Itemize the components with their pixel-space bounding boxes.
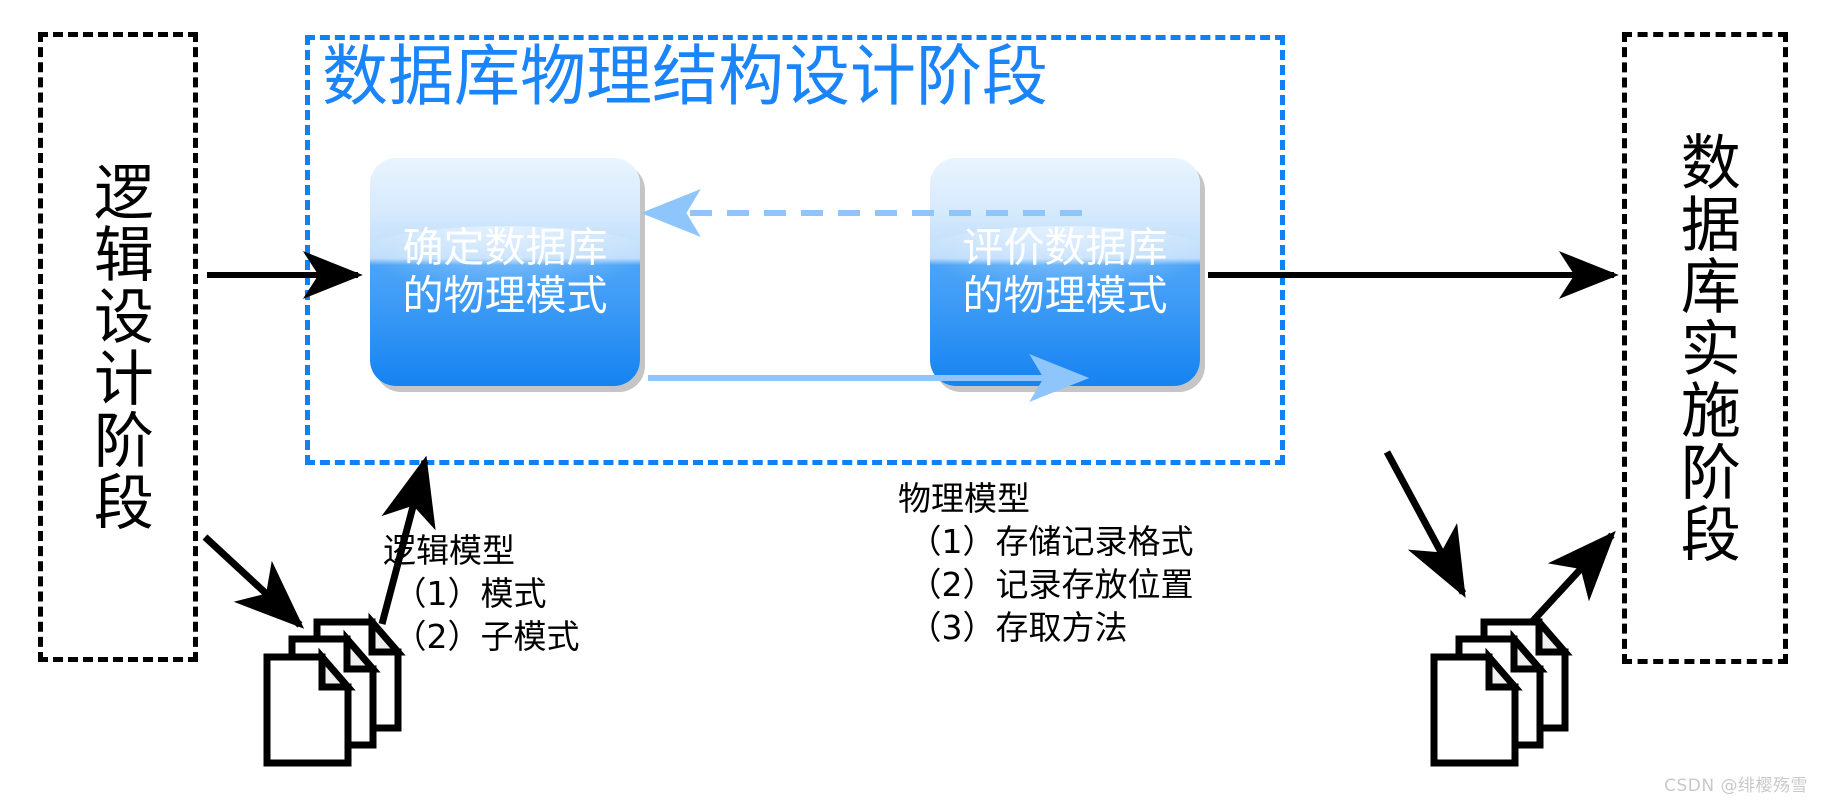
documents-stack-icon-right	[1430, 612, 1573, 767]
process-box-define-physical-schema[interactable]: 确定数据库 的物理模式	[370, 158, 640, 386]
watermark-label: CSDN @绯樱殇雪	[1664, 776, 1808, 796]
arrow-logical-to-documents	[202, 534, 305, 629]
note-physical-model: 物理模型 （1）存储记录格式 （2）记录存放位置 （3）存取方法	[898, 479, 1194, 647]
physical-design-group-title: 数据库物理结构设计阶段	[322, 38, 1048, 115]
process-box-evaluate-physical-schema[interactable]: 评价数据库 的物理模式	[930, 158, 1200, 386]
arrow-documents-to-implement	[1527, 530, 1616, 627]
stage-box-logical-design-label: 逻辑设计阶段	[83, 161, 154, 533]
note-logical-model: 逻辑模型 （1）模式 （2）子模式	[383, 531, 580, 656]
process-box-evaluate-physical-schema-label: 评价数据库 的物理模式	[962, 223, 1168, 320]
stage-box-database-implementation: 数据库实施阶段	[1622, 32, 1788, 664]
stage-box-database-implementation-label: 数据库实施阶段	[1670, 131, 1741, 565]
arrow-design-group-to-documents	[1383, 450, 1467, 598]
stage-box-logical-design: 逻辑设计阶段	[38, 32, 198, 662]
physical-design-group	[305, 35, 1285, 465]
process-box-define-physical-schema-label: 确定数据库 的物理模式	[402, 223, 608, 320]
documents-stack-icon-left	[263, 612, 406, 767]
